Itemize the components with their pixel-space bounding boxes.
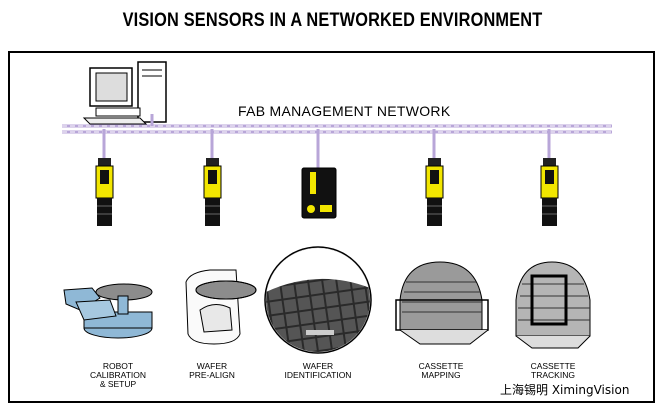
network-label: FAB MANAGEMENT NETWORK (238, 103, 451, 119)
sensor-icon (540, 158, 559, 226)
app-label-robot-calibration: ROBOT CALIBRATION & SETUP (89, 361, 147, 389)
computer-icon (82, 61, 167, 125)
network-bus (62, 114, 612, 168)
sensor-icon (95, 158, 114, 226)
watermark-text: 上海锡明 XimingVision (500, 383, 630, 397)
smart-camera-icon (301, 167, 337, 219)
prealigner-icon (185, 269, 257, 345)
app-label-cassette-mapping: CASSETTE MAPPING (418, 361, 464, 380)
diagram-title: VISION SENSORS IN A NETWORKED ENVIRONMEN… (122, 10, 543, 31)
sensor-icon (203, 158, 222, 226)
wafer-id-icon (264, 246, 372, 354)
diagram-frame (8, 51, 655, 403)
robot-icon (63, 283, 153, 339)
app-label-cassette-tracking: CASSETTE TRACKING (530, 361, 576, 380)
sensor-icon (425, 158, 444, 226)
app-label-wafer-prealign: WAFER PRE-ALIGN (189, 361, 235, 380)
cassette-icon (395, 261, 489, 345)
app-label-wafer-identification: WAFER IDENTIFICATION (284, 361, 352, 380)
tracking-cassette-icon (515, 261, 591, 349)
